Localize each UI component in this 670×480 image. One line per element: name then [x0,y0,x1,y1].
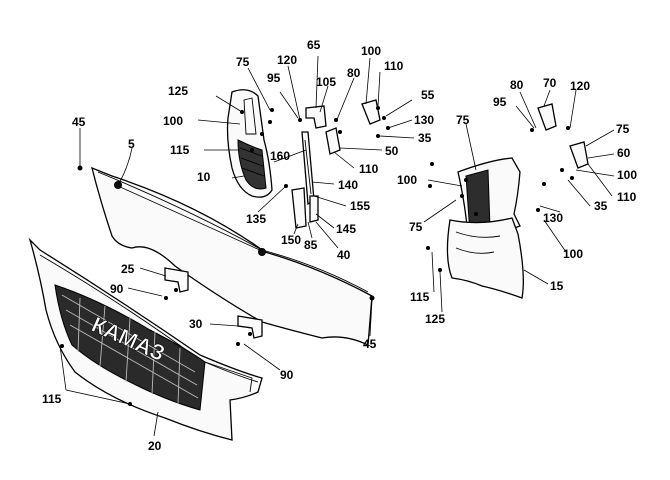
callout-110: 110 [384,59,404,73]
callout-100: 100 [361,44,382,58]
corner-panel-part-15 [446,217,524,299]
callout-125: 125 [168,84,189,98]
callout-45: 45 [72,115,86,129]
callout-155: 155 [350,199,371,213]
callout-75: 75 [236,55,250,69]
hinge-bracket-part-25 [164,267,189,293]
callout-80: 80 [510,78,524,92]
callout-5: 5 [128,137,135,151]
callout-60: 60 [617,146,631,160]
callout-100: 100 [397,173,418,187]
callout-150: 150 [281,233,302,247]
callout-140: 140 [338,178,359,192]
callout-10: 10 [197,170,211,184]
callout-75: 75 [456,113,470,127]
callout-115: 115 [42,392,62,406]
right-side-bracket [569,141,589,169]
callout-135: 135 [246,212,267,226]
panel-top-edge-line [97,171,369,293]
callout-40: 40 [337,248,351,262]
callout-100: 100 [563,247,584,261]
callout-110: 110 [617,190,637,204]
callout-120: 120 [277,53,298,67]
callout-160: 160 [270,149,291,163]
callout-110: 110 [359,162,379,176]
callout-15: 15 [550,279,564,293]
right-upper-bracket [537,103,557,131]
callout-130: 130 [543,211,564,225]
corner-panel-fold [455,231,501,254]
callout-95: 95 [493,95,507,109]
callout-50: 50 [385,144,399,158]
callout-85: 85 [304,238,318,252]
callout-145: 145 [336,222,357,236]
callout-105: 105 [316,75,337,89]
callout-90: 90 [280,368,294,382]
upper-bracket-group [305,99,381,155]
callout-35: 35 [594,199,608,213]
center-hinge-assembly [291,131,319,229]
left-headlamp-housing-part-10 [226,89,273,198]
callout-115: 115 [410,290,430,304]
callout-80: 80 [347,66,361,80]
callout-70: 70 [543,76,557,90]
callout-75: 75 [616,122,630,136]
callout-95: 95 [267,71,281,85]
callout-115: 115 [170,143,190,157]
callout-55: 55 [421,88,435,102]
radiator-grille-part-20: КАМАЗ [28,237,263,441]
callout-130: 130 [414,113,435,127]
panel-crease-line [117,185,263,252]
callout-120: 120 [570,79,591,93]
callout-100: 100 [617,168,638,182]
callout-25: 25 [121,262,135,276]
callout-125: 125 [425,312,446,326]
callout-35: 35 [418,131,432,145]
callout-65: 65 [307,38,321,52]
callout-75: 75 [409,220,423,234]
leader-lines [59,55,615,437]
callout-100: 100 [163,114,184,128]
callout-20: 20 [148,439,162,453]
callout-30: 30 [189,317,203,331]
callout-90: 90 [110,282,124,296]
callout-45: 45 [363,337,377,351]
